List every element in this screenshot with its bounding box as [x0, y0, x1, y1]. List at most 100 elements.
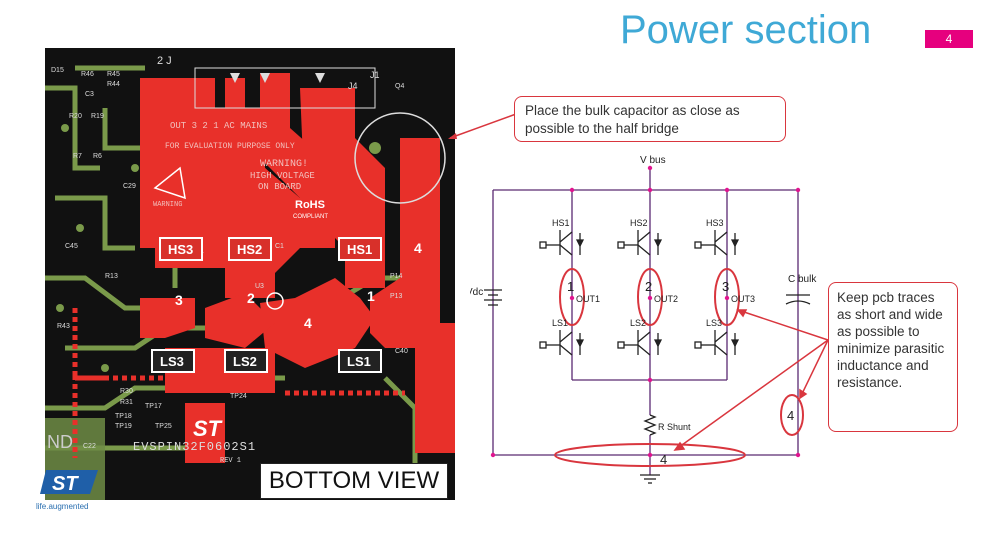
pcb-ref-p14: P14 — [390, 273, 403, 280]
pcb-ref-c29: C29 — [123, 183, 136, 190]
pcb-ref-tp24: TP24 — [230, 393, 247, 400]
pcb-ref-r6: R6 — [93, 153, 102, 160]
igbt-hs1 — [539, 230, 585, 256]
pcb-ref-r43: R43 — [57, 323, 70, 330]
callout-arrows — [673, 309, 829, 451]
ls1-label: LS1 — [347, 354, 371, 369]
warning-triangle-icon — [153, 166, 186, 200]
pcb-ref-c40: C40 — [395, 348, 408, 355]
hs2-label: HS2 — [630, 218, 648, 228]
igbt-ls2 — [617, 330, 663, 356]
pcb-connector — [194, 67, 376, 109]
pcb-ref-d15: D15 — [51, 67, 64, 74]
hs3-box — [159, 237, 203, 261]
leg-number-1: 1 — [567, 279, 574, 294]
hs2-label: HS2 — [237, 242, 262, 257]
ls3-label: LS3 — [160, 354, 184, 369]
logo-tagline: life.augmented — [36, 502, 89, 511]
pcb-traces-callout: Keep pcb traces as short and wide as pos… — [828, 282, 958, 432]
hs1-label: HS1 — [347, 242, 372, 257]
pcb-bottom-view-image: 2 J J4 J1 OUT 3 2 1 AC MAINS FOR EVALUAT… — [45, 48, 455, 500]
ls1-label: LS1 — [552, 318, 568, 328]
pcb-shunt-marker — [266, 292, 284, 310]
pcb-board-name: EVSPIN32F0602S1 — [133, 440, 256, 454]
st-logo-icon: ST — [40, 470, 98, 495]
pcb-ref-r20: R20 — [69, 113, 82, 120]
area-number-2: 2 — [247, 290, 255, 306]
igbt-hs3 — [694, 230, 740, 256]
schematic-nodes — [490, 165, 801, 458]
pcb-silk-eval: FOR EVALUATION PURPOSE ONLY — [165, 142, 295, 151]
pcb-ref-r19: R19 — [91, 113, 104, 120]
pcb-connector-pins — [230, 73, 325, 83]
bottom-view-label: BOTTOM VIEW — [260, 463, 448, 499]
pcb-ref-c45: C45 — [65, 243, 78, 250]
ls1-box — [338, 349, 382, 373]
ls2-label: LS2 — [233, 354, 257, 369]
pcb-silk-hv2: ON BOARD — [258, 182, 301, 192]
ls2-label: LS2 — [630, 318, 646, 328]
bulk-callout-arrow — [448, 113, 517, 139]
cbulk-label: C bulk — [788, 274, 817, 285]
half-bridge-schematic: V bus Vdc C bulk R Shunt HS1 HS2 HS3 LS1… — [470, 155, 829, 484]
pcb-silk-hv1: HIGH VOLTAGE — [250, 171, 315, 181]
rshunt-label: R Shunt — [658, 422, 691, 432]
hs3-label: HS3 — [706, 218, 724, 228]
pcb-rev: REV 1 — [220, 457, 241, 465]
slide-title: Power section — [620, 8, 872, 52]
vbus-label: V bus — [640, 155, 666, 166]
leg-number-3: 3 — [722, 279, 729, 294]
pcb-silk-rohs-sub: COMPLIANT — [293, 214, 328, 220]
bulk-capacitor-callout: Place the bulk capacitor as close as pos… — [514, 96, 786, 142]
out3-label: OUT3 — [731, 294, 755, 304]
out1-label: OUT1 — [576, 294, 600, 304]
area-number-4-right: 4 — [414, 240, 422, 256]
ls3-box — [151, 349, 195, 373]
hs3-label: HS3 — [168, 242, 193, 257]
loop-number-bottom: 4 — [660, 452, 667, 467]
pcb-ref-p13: P13 — [390, 293, 403, 300]
pcb-via — [369, 142, 381, 154]
pcb-silk-out: OUT 3 2 1 AC MAINS — [170, 121, 267, 131]
pcb-ref-r44: R44 — [107, 81, 120, 88]
pcb-ref-r46: R46 — [81, 71, 94, 78]
bulk-capacitor-icon — [785, 294, 811, 305]
vdc-label: Vdc — [470, 287, 483, 298]
pcb-dashed-traces — [72, 308, 405, 458]
area-number-4-center: 4 — [304, 315, 312, 331]
pcb-ref-r31: R31 — [120, 399, 133, 406]
pcb-ref-c3: C3 — [85, 91, 94, 98]
pcb-silk-rohs: RoHS — [295, 199, 325, 211]
ground-icon — [640, 474, 660, 484]
ls3-label: LS3 — [706, 318, 722, 328]
igbt-ls3 — [694, 330, 740, 356]
pcb-silk-top-label: 2 J — [157, 55, 172, 67]
igbt-ls1 — [539, 330, 585, 356]
pcb-ref-q4: Q4 — [395, 83, 404, 90]
shunt-resistor-icon — [643, 414, 657, 436]
vdc-battery-icon — [484, 289, 502, 306]
pcb-silk-j1: J1 — [370, 70, 380, 80]
leg-number-2: 2 — [645, 279, 652, 294]
pcb-ref-r45: R45 — [107, 71, 120, 78]
st-logo-text: ST — [52, 473, 79, 495]
igbt-hs2 — [617, 230, 663, 256]
pcb-ref-tp17: TP17 — [145, 403, 162, 410]
hs2-box — [228, 237, 272, 261]
pcb-ref-r7: R7 — [73, 153, 82, 160]
out2-label: OUT2 — [654, 294, 678, 304]
pcb-silk-warning-small: WARNING — [153, 201, 182, 209]
pcb-ref-c1: C1 — [275, 243, 284, 250]
area-number-3: 3 — [175, 292, 183, 308]
pcb-ref-u3: U3 — [255, 283, 264, 290]
pcb-ref-c22: C22 — [83, 443, 96, 450]
pcb-side-text: ND — [47, 432, 73, 452]
hs1-box — [338, 237, 382, 261]
pcb-area-numbers: 3 2 1 4 4 — [175, 240, 422, 331]
ls2-box — [224, 349, 268, 373]
pcb-ref-tp25: TP25 — [155, 423, 172, 430]
pcb-silk-refs: R46 R45 R44 C3 C29 D15 R20 R19 R7 R6 C45… — [51, 67, 408, 450]
loop-number-right: 4 — [787, 408, 794, 423]
hs1-label: HS1 — [552, 218, 570, 228]
pcb-silk-warning: WARNING! — [260, 159, 308, 170]
